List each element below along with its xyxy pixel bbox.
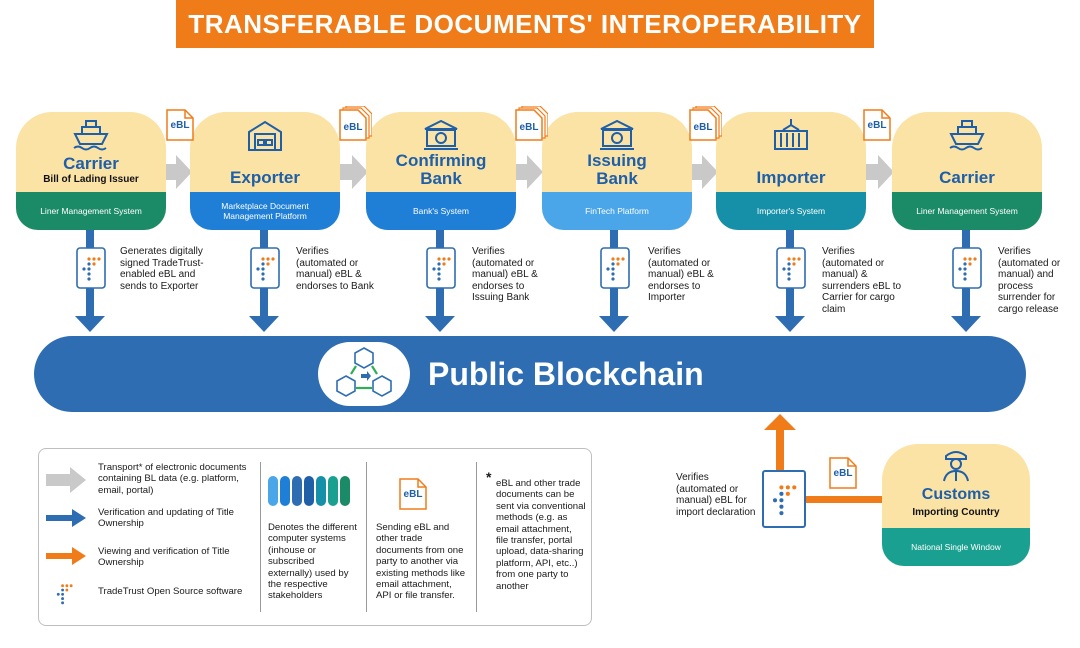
stakeholder-importer: Importer Importer's System [716,112,866,230]
transport-arrows [160,155,894,189]
step-description: Generates digitally signed TradeTrust-en… [120,246,204,292]
tradetrust-icon [952,247,982,289]
step-description: Verifies (automated or manual) eBL & end… [296,246,374,292]
tradetrust-icon [762,470,806,528]
customs-name: Customs [921,486,991,503]
system-band: Importer's System [716,192,866,230]
legend-sending-text: Sending eBL and other trade documents fr… [376,522,466,602]
officer-icon [943,451,969,482]
warehouse-icon [248,120,282,151]
ship-icon [73,120,109,151]
ebl-document-icon: eBL [828,456,858,490]
legend-gray-arrow-icon [46,467,86,493]
legend-orange-arrow-icon [46,547,86,565]
stakeholder-customs: Customs Importing Country National Singl… [882,444,1030,566]
legend-divider [476,462,477,612]
ebl-document-icon: eBL [165,108,195,142]
tradetrust-icon [776,247,806,289]
system-band: Bank's System [366,192,516,230]
ebl-document-stack-icon: eBL [514,105,549,141]
container-icon [774,119,808,150]
legend-box [38,448,592,626]
legend-note-marker: * [486,469,492,485]
step-description: Verifies (automated or manual) eBL & end… [472,246,538,303]
legend-tradetrust-icon [56,584,73,605]
ebl-document-icon: eBL [862,108,892,142]
stakeholder-carrier-issuer: Carrier Bill of Lading Issuer Liner Mana… [16,112,166,230]
legend-note-text: eBL and other trade documents can be sen… [496,478,586,592]
viewing-arrow [764,414,886,503]
legend-divider [260,462,261,612]
system-band: Liner Management System [16,192,166,230]
stakeholder-confirming-bank: Confirming Bank Bank's System [366,112,516,230]
page-title: TRANSFERABLE DOCUMENTS' INTEROPERABILITY [176,0,874,48]
bank-icon [424,119,458,150]
ebl-document-stack-icon: eBL [688,105,723,141]
legend-systems-text: Denotes the different computer systems (… [268,522,357,602]
system-band: Liner Management System [892,192,1042,230]
stakeholder-name: Issuing Bank [587,151,647,188]
stakeholder-exporter: Exporter Marketplace Document Management… [190,112,340,230]
step-description: Verifies (automated or manual) eBL & end… [648,246,714,303]
tradetrust-icon [76,247,106,289]
legend-blue-arrow-icon [46,509,86,527]
step-description: Verifies (automated or manual) & surrend… [822,246,902,315]
system-band: FinTech Platform [542,192,692,230]
legend-viewing-text: Viewing and verification of Title Owners… [98,546,230,569]
legend-systems-bars-icon [268,476,350,506]
step-description: Verifies (automated or manual) and proce… [998,246,1061,315]
stakeholder-name: Carrier [939,168,995,187]
stakeholder-name: Confirming Bank [395,151,487,188]
blockchain-logo [318,342,410,406]
ebl-document-stack-icon: eBL [338,105,373,141]
system-band: Marketplace Document Management Platform [190,192,340,230]
stakeholder-name: Importer [756,168,826,187]
blockchain-label: Public Blockchain [428,356,704,392]
stakeholder-sub: Bill of Lading Issuer [43,174,139,185]
ship-icon [949,120,985,151]
legend-verification-text: Verification and updating of Title Owner… [98,507,235,530]
legend-transport-text: Transport* of electronic documents conta… [98,462,247,496]
stakeholder-issuing-bank: Issuing Bank FinTech Platform [542,112,692,230]
customs-sub: Importing Country [912,507,1000,518]
tradetrust-icon [426,247,456,289]
stakeholder-name: Carrier [63,154,119,173]
stakeholder-name: Exporter [230,168,300,187]
tradetrust-icon [600,247,630,289]
legend-ebl-icon: eBL [398,474,428,514]
blockchain-icon [336,347,392,397]
legend-divider [366,462,367,612]
stakeholder-carrier-receiver: Carrier Liner Management System [892,112,1042,230]
customs-description: Verifies (automated or manual) eBL for i… [676,472,756,518]
public-blockchain-bar [34,336,1026,412]
bank-icon [600,119,634,150]
tradetrust-icon [250,247,280,289]
system-band: National Single Window [882,528,1030,566]
legend-tradetrust-text: TradeTrust Open Source software [98,586,243,597]
